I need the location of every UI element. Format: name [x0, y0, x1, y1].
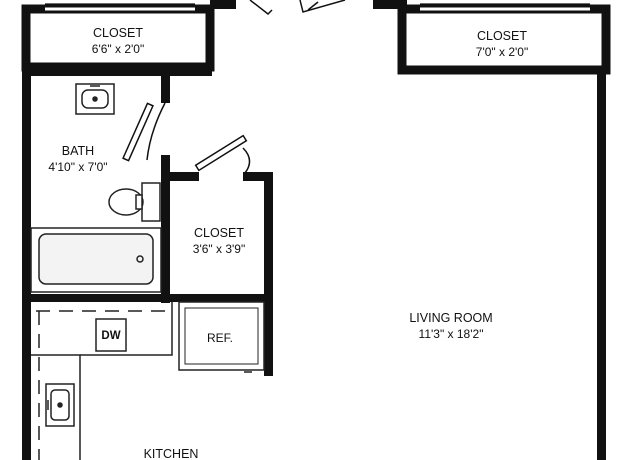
bath-right-wall-lower [161, 155, 170, 303]
closet-top-left-dims: 6'6" x 2'0" [92, 42, 144, 56]
entry-door-swings [249, 0, 346, 15]
bath-name: BATH [62, 144, 94, 158]
kitchen-name: KITCHEN [144, 447, 199, 460]
bath-sink [75, 83, 115, 115]
closet-mid-name: CLOSET [194, 226, 244, 240]
top-stub-right [373, 0, 407, 9]
left-exterior-wall [22, 67, 31, 460]
kitchen-sink [45, 383, 75, 427]
closet-mid-top-wall-right [243, 172, 273, 181]
bath-top-wall [22, 67, 212, 76]
dishwasher-label: DW [101, 330, 120, 342]
living-room-name: LIVING ROOM [409, 311, 492, 325]
bath-dims: 4'10" x 7'0" [48, 160, 107, 174]
closet-mid-top-wall [161, 172, 199, 181]
closet-top-left-name: CLOSET [93, 26, 143, 40]
bath-door [122, 102, 166, 162]
living-room-dims: 11'3" x 18'2" [419, 327, 484, 341]
kitchen-counters [31, 302, 173, 460]
bath-bottom-wall [22, 294, 273, 302]
bath-right-wall-upper [161, 67, 170, 103]
closet-doors [45, 3, 590, 11]
closet-top-right-dims: 7'0" x 2'0" [476, 45, 528, 59]
toilet [108, 182, 161, 222]
dishwasher: DW [95, 318, 127, 352]
ref-enclosure-wall [264, 302, 273, 376]
bathtub [30, 227, 162, 293]
refrigerator: REF. [178, 301, 265, 373]
right-exterior-wall [597, 70, 606, 460]
closet-mid-door [194, 134, 251, 174]
closet-mid-dims: 3'6" x 3'9" [193, 242, 245, 256]
top-stub-left [210, 0, 236, 9]
refrigerator-label: REF. [207, 331, 233, 345]
closet-top-right-name: CLOSET [477, 29, 527, 43]
closet-mid-right-wall [264, 172, 273, 303]
room-labels: CLOSET 6'6" x 2'0" CLOSET 7'0" x 2'0" BA… [48, 26, 528, 460]
